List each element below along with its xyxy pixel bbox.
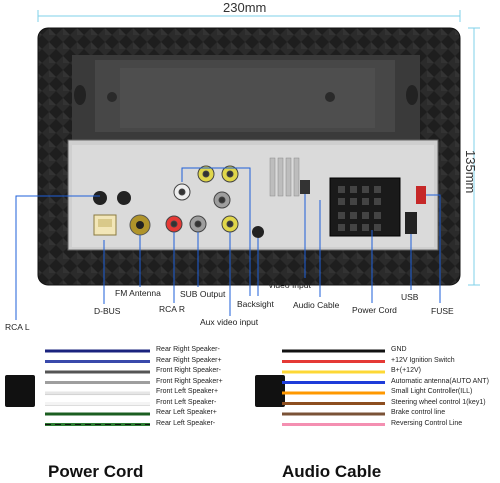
power-cord-wires xyxy=(45,349,150,426)
power-cord-wire-label-5: Front Left Speaker- xyxy=(156,398,217,406)
audio-cable-connector xyxy=(255,375,285,407)
audio-cable-wire-label-5: Steering wheel control 1(key1) xyxy=(391,398,486,406)
power-cord-wire-label-0: Rear Right Speaker- xyxy=(156,346,220,353)
d-bus-label: D-BUS xyxy=(94,306,121,316)
audio-cable-wire-label-3: Automatic antenna(AUTO ANT) xyxy=(391,377,489,385)
power-cord-connector xyxy=(5,375,35,407)
audio-cable-wire-label-1: +12V Ignition Switch xyxy=(391,356,455,364)
rca-r-label: RCA R xyxy=(159,304,185,314)
power-cord-harness: Rear Right Speaker- Rear Right Speaker+ Fr… xyxy=(0,345,250,430)
video-input-label: Video Input xyxy=(268,280,311,290)
usb-label: USB xyxy=(401,292,419,302)
audio-cable-callout-label: Audio Cable xyxy=(293,300,340,310)
power-cord-wire-label-1: Rear Right Speaker+ xyxy=(156,356,222,364)
audio-cable-wire-label-0: GND xyxy=(391,346,407,353)
fuse-label: FUSE xyxy=(431,306,454,316)
sub-output-label: SUB Output xyxy=(180,289,226,299)
backsight-label: Backsight xyxy=(237,299,274,309)
power-cord-wire-label-4: Front Left Speaker+ xyxy=(156,388,219,395)
fm-antenna-label: FM Antenna xyxy=(115,288,161,298)
audio-cable-wire-label-4: Small Light Controller(ILL) xyxy=(391,388,473,395)
power-cord-title: Power Cord xyxy=(48,462,144,481)
audio-cable-wire-label-7: Reversing Control Line xyxy=(391,419,463,427)
audio-cable-wire-label-6: Brake control line xyxy=(391,409,446,416)
audio-cable-wires xyxy=(282,349,385,426)
power-cord-callout-label: Power Cord xyxy=(352,305,397,315)
power-cord-wire-label-2: Front Right Speaker- xyxy=(156,367,221,374)
power-cord-wire-label-6: Rear Left Speaker+ xyxy=(156,409,217,416)
power-cord-wire-label-3: Front Right Speaker+ xyxy=(156,377,223,385)
aux-video-input-label: Aux video input xyxy=(200,317,259,327)
power-cord-wire-label-7: Rear Left Speaker- xyxy=(156,419,216,427)
rca-l-label: RCA L xyxy=(5,322,30,332)
audio-cable-title: Audio Cable xyxy=(282,462,382,481)
audio-cable-wire-label-2: B+(+12V) xyxy=(391,367,421,374)
width-dimension-label: 230mm xyxy=(223,0,267,15)
